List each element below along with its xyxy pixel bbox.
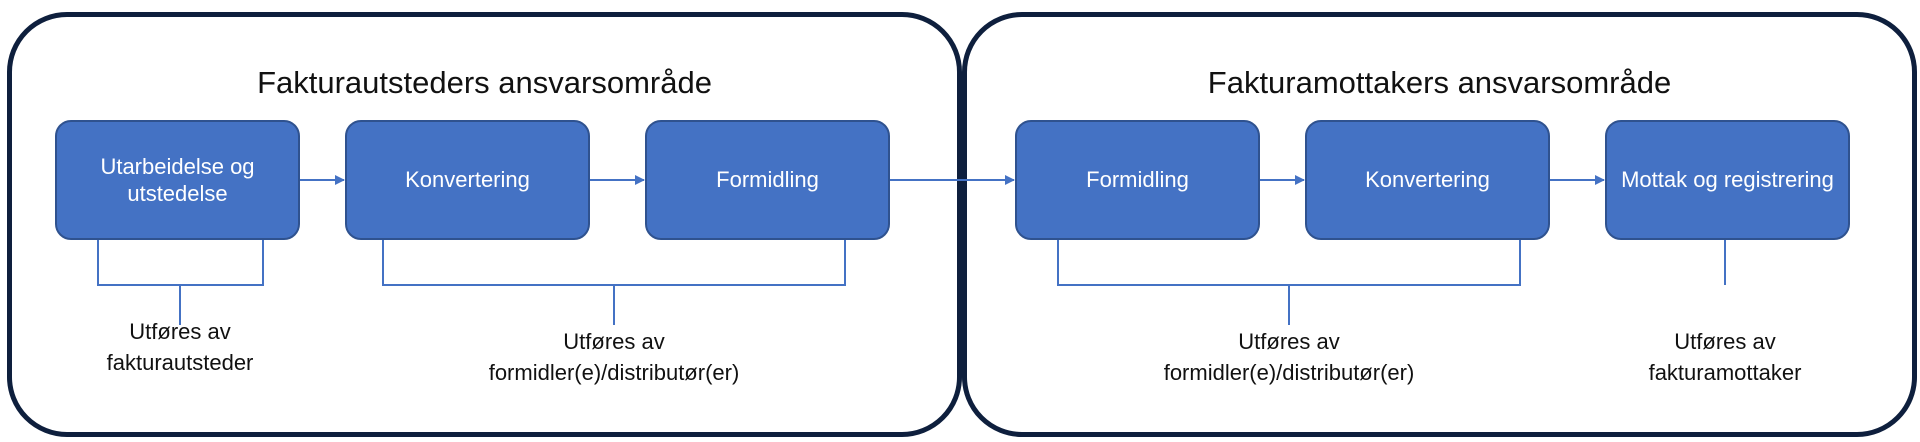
step-conversion-receiver: Konvertering [1305,120,1550,240]
performer-label-receiver-intermediaries: Utføres av formidler(e)/distributør(er) [1163,329,1415,385]
performer-label-issuer: Utføres av fakturautsteder [106,319,254,375]
bracket-receiver-intermediaries [1057,240,1521,325]
bracket-issuer [97,240,264,325]
step-receipt-and-registration: Mottak og registrering [1605,120,1850,240]
receiver-panel-title: Fakturamottakers ansvarsområde [1207,65,1672,100]
step-preparation-and-issuance: Utarbeidelse og utstedelse [55,120,300,240]
bracket-issuer-intermediaries [382,240,846,325]
issuer-panel-title: Fakturautsteders ansvarsområde [257,65,712,100]
step-distribution-issuer: Formidling [645,120,890,240]
step-conversion-issuer: Konvertering [345,120,590,240]
performer-label-issuer-intermediaries: Utføres av formidler(e)/distributør(er) [488,329,740,385]
step-distribution-receiver: Formidling [1015,120,1260,240]
performer-label-receiver: Utføres av fakturamottaker [1648,329,1802,385]
